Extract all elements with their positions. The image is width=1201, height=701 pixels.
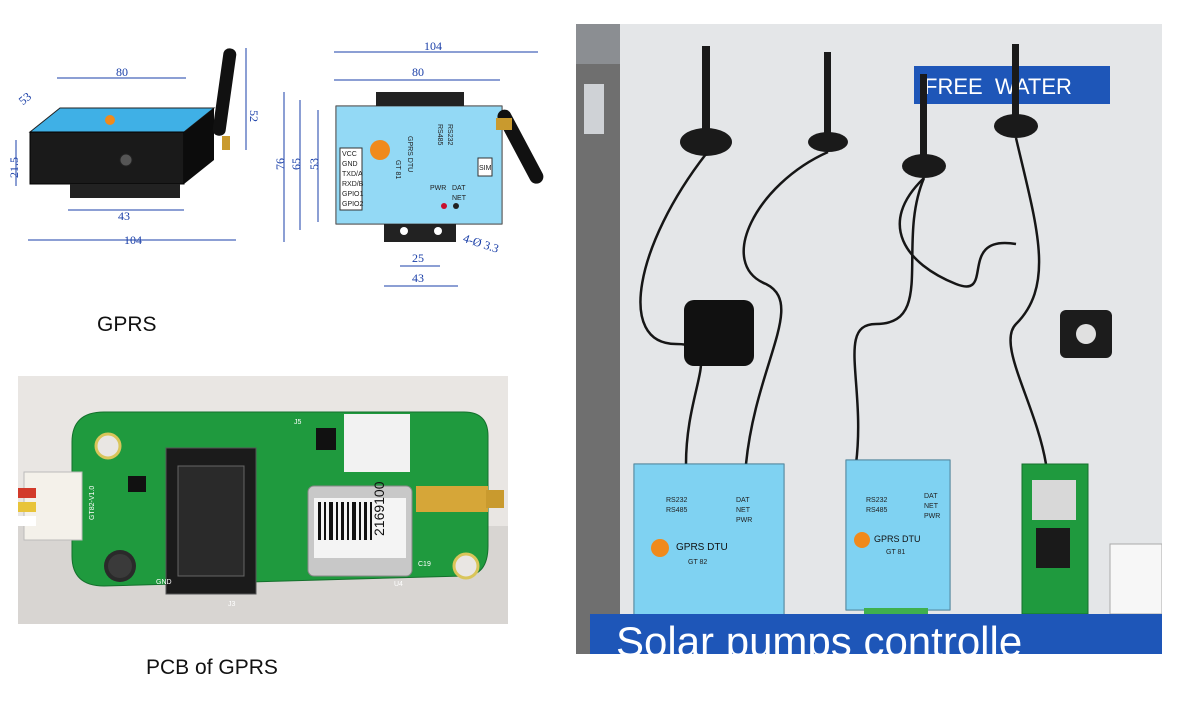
front-leds: DAT NET PWR	[430, 185, 467, 209]
side-bracket-dim: 43	[118, 209, 130, 223]
front-h-inner-dim: 53	[307, 158, 321, 170]
dtu-left-model: GT 82	[688, 559, 707, 566]
dtu-left-led: PWR	[736, 517, 752, 524]
pcb-ref: U4	[394, 581, 403, 588]
gprs-caption: GPRS	[97, 313, 157, 336]
dtu-left-opt2: RS485	[666, 507, 688, 514]
antenna-dim: 52	[247, 110, 261, 122]
hole-spec-dim: 4-Ø 3.3	[461, 231, 500, 256]
dtu-mid-led: PWR	[924, 513, 940, 520]
pcb-ref: GND	[156, 579, 172, 586]
banner-solar-pumps: Solar pumps controlle	[616, 618, 1022, 654]
pcb-board-text: GT82-V1.0	[89, 486, 96, 520]
dtu-left-name: GPRS DTU	[676, 542, 728, 553]
pcb-ref: J5	[294, 419, 302, 426]
front-bracket-dim: 43	[412, 271, 424, 285]
side-height-dim: 21.5	[7, 157, 21, 178]
pin-label: VCC	[342, 151, 357, 158]
front-overall-dim: 104	[424, 39, 442, 53]
sim-label: SIM	[479, 165, 492, 172]
led-label: DAT	[452, 185, 466, 192]
barcode-number: 2169100	[371, 481, 387, 536]
pin-label: TXD/A	[342, 171, 363, 178]
dtu-left-opt1: RS232	[666, 497, 688, 504]
pcb-ref: C19	[418, 561, 431, 568]
front-opt1: RS232	[446, 124, 453, 146]
pin-label: GND	[342, 161, 358, 168]
pcb-photo: 2169100 GT82-V1.0 J5 J3 U4 C19 GND	[18, 376, 508, 624]
dtu-mid-model: GT 81	[886, 549, 905, 556]
front-h-outer-dim: 76	[273, 158, 287, 170]
front-device-name: GPRS DTU	[406, 136, 413, 172]
dtu-mid-opt1: RS232	[866, 497, 888, 504]
side-overall-dim: 104	[124, 233, 142, 247]
barcode	[318, 502, 372, 540]
solar-panel-photo: FREE WATER RS232 RS485 DAT NET PWR GPRS …	[576, 24, 1162, 654]
dtu-left-led: DAT	[736, 497, 750, 504]
dtu-mid-led: NET	[924, 503, 939, 510]
side-width-dim: 80	[116, 65, 128, 79]
gprs-dimension-drawing: 80 53 21.5 52 43 104 104 80 GPRS DTU GT …	[7, 39, 544, 287]
front-opt2: RS485	[436, 124, 443, 146]
dtu-mid-opt2: RS485	[866, 507, 888, 514]
front-width-dim: 80	[412, 65, 424, 79]
hole-spacing-dim: 25	[412, 251, 424, 265]
dtu-mid: RS232 RS485 DAT NET PWR GPRS DTU GT 81	[845, 459, 951, 620]
dtu-mid-led: DAT	[924, 493, 938, 500]
front-view: 104 80 GPRS DTU GT 81 RS232 RS485 VCC GN…	[273, 39, 544, 287]
dtu-mid-name: GPRS DTU	[874, 534, 921, 544]
led-label: PWR	[430, 185, 446, 192]
side-depth-dim: 53	[16, 89, 34, 107]
pin-label: GPIO2	[342, 201, 364, 208]
dtu-left: RS232 RS485 DAT NET PWR GPRS DTU GT 82	[633, 463, 785, 632]
pcb-ref: J3	[228, 601, 236, 608]
front-model: GT 81	[394, 160, 401, 179]
pin-label: GPIO1	[342, 191, 364, 198]
pin-label: RXD/B	[342, 181, 364, 188]
front-h-mid-dim: 65	[289, 158, 303, 170]
pcb-caption: PCB of GPRS	[146, 656, 278, 679]
front-pin-labels: VCC GND TXD/A RXD/B GPIO1 GPIO2	[339, 147, 364, 211]
led-label: NET	[452, 195, 467, 202]
banner-free-water: FREE WATER	[924, 74, 1072, 99]
side-view: 80 53 21.5 52 43 104	[7, 48, 261, 247]
dtu-left-led: NET	[736, 507, 751, 514]
